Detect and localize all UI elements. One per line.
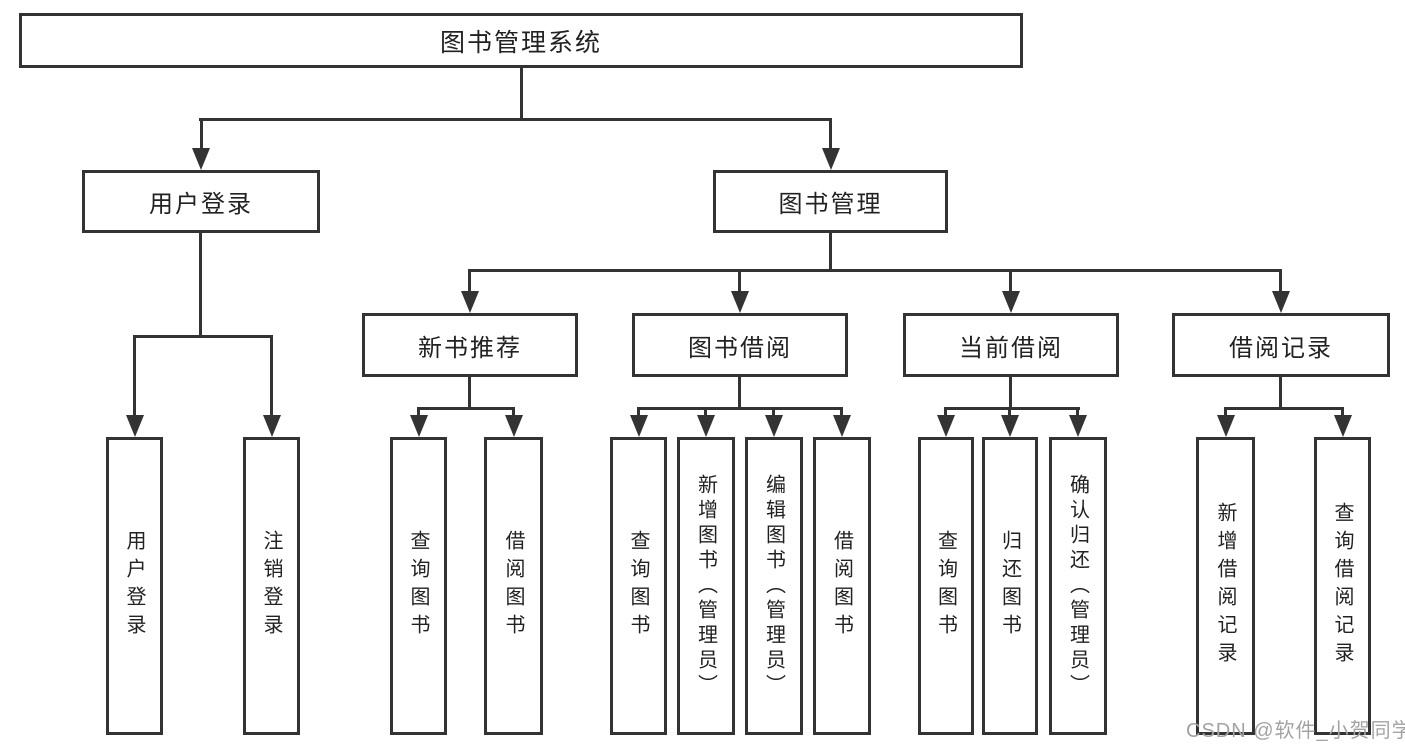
arrow-down-icon xyxy=(697,415,715,437)
arrow-down-icon xyxy=(410,415,428,437)
connector-line xyxy=(772,407,775,421)
node-library-management-system-label: 图书管理系统 xyxy=(439,28,602,57)
connector-line xyxy=(1009,377,1012,409)
leaf-add-books-admin-label: 新增图书（管理员） xyxy=(694,473,717,699)
connector-line xyxy=(738,269,741,295)
arrow-down-icon xyxy=(1002,291,1020,313)
leaf-add-borrow-record: 新增借阅记录 xyxy=(1196,437,1255,735)
leaf-query-borrow-record-label: 查询借阅记录 xyxy=(1331,502,1353,670)
leaf-borrow-books-1-label: 借阅图书 xyxy=(502,530,524,642)
leaf-borrow-books-2-label: 借阅图书 xyxy=(830,530,853,642)
arrow-down-icon xyxy=(1001,415,1019,437)
leaf-user-login: 用户登录 xyxy=(106,437,163,735)
node-book-borrowing-label: 图书借阅 xyxy=(688,334,792,362)
node-user-login: 用户登录 xyxy=(82,170,320,233)
connector-line xyxy=(468,269,1282,272)
node-new-book-recommend: 新书推荐 xyxy=(362,313,578,377)
connector-line xyxy=(1279,269,1282,295)
leaf-confirm-return-admin: 确认归还（管理员） xyxy=(1049,437,1107,735)
node-book-borrowing: 图书借阅 xyxy=(632,313,848,377)
connector-line xyxy=(944,407,1080,410)
leaf-return-books: 归还图书 xyxy=(982,437,1038,735)
connector-line xyxy=(133,335,136,421)
leaf-user-login-label: 用户登录 xyxy=(123,530,145,642)
leaf-edit-books-admin-label: 编辑图书（管理员） xyxy=(762,473,785,699)
connector-line xyxy=(829,233,832,271)
arrow-down-icon xyxy=(505,415,523,437)
connector-line xyxy=(704,407,707,421)
leaf-borrow-books-2: 借阅图书 xyxy=(813,437,871,735)
arrow-down-icon xyxy=(192,148,210,170)
connector-line xyxy=(468,377,471,409)
node-book-management: 图书管理 xyxy=(713,170,948,233)
connector-line xyxy=(200,118,203,152)
connector-line xyxy=(417,407,420,421)
connector-line xyxy=(840,407,843,421)
connector-line xyxy=(512,407,515,421)
arrow-down-icon xyxy=(822,148,840,170)
connector-line xyxy=(637,407,640,421)
leaf-confirm-return-admin-label: 确认归还（管理员） xyxy=(1066,473,1089,699)
leaf-query-books-3-label: 查询图书 xyxy=(934,530,957,642)
leaf-query-books-1: 查询图书 xyxy=(390,437,447,735)
arrow-down-icon xyxy=(833,415,851,437)
leaf-query-borrow-record: 查询借阅记录 xyxy=(1314,437,1371,735)
connector-line xyxy=(468,269,471,295)
arrow-down-icon xyxy=(1272,291,1290,313)
arrow-down-icon xyxy=(937,415,955,437)
connector-line xyxy=(199,118,832,121)
connector-line xyxy=(270,335,273,421)
connector-line xyxy=(637,407,843,410)
connector-line xyxy=(199,233,202,337)
connector-line xyxy=(133,335,273,338)
leaf-query-books-2-label: 查询图书 xyxy=(627,530,649,642)
connector-line xyxy=(1076,407,1079,421)
connector-line xyxy=(1279,377,1282,410)
arrow-down-icon xyxy=(126,415,144,437)
node-new-book-recommend-label: 新书推荐 xyxy=(418,334,522,362)
leaf-logout: 注销登录 xyxy=(243,437,300,735)
connector-line xyxy=(829,118,832,152)
arrow-down-icon xyxy=(461,291,479,313)
arrow-down-icon xyxy=(765,415,783,437)
arrow-down-icon xyxy=(1069,415,1087,437)
arrow-down-icon xyxy=(1334,415,1352,437)
leaf-return-books-label: 归还图书 xyxy=(998,530,1021,642)
node-borrowing-records-label: 借阅记录 xyxy=(1229,334,1333,362)
node-library-management-system: 图书管理系统 xyxy=(19,13,1023,68)
node-current-borrowing-label: 当前借阅 xyxy=(959,334,1063,362)
arrow-down-icon xyxy=(263,415,281,437)
leaf-add-books-admin: 新增图书（管理员） xyxy=(677,437,735,735)
connector-line xyxy=(738,377,741,409)
arrow-down-icon xyxy=(1217,415,1235,437)
connector-line xyxy=(1224,407,1227,421)
node-current-borrowing: 当前借阅 xyxy=(903,313,1119,377)
arrow-down-icon xyxy=(630,415,648,437)
connector-line xyxy=(1224,407,1344,410)
leaf-query-books-1-label: 查询图书 xyxy=(407,530,429,642)
arrow-down-icon xyxy=(731,291,749,313)
node-user-login-label: 用户登录 xyxy=(149,191,253,218)
connector-line xyxy=(1341,407,1344,421)
connector-line xyxy=(1009,269,1012,295)
leaf-query-books-3: 查询图书 xyxy=(918,437,974,735)
node-book-management-label: 图书管理 xyxy=(778,191,883,218)
watermark: CSDN @软件_小贺同学 xyxy=(1186,720,1405,742)
leaf-borrow-books-1: 借阅图书 xyxy=(484,437,543,735)
connector-line xyxy=(1008,407,1011,421)
connector-line xyxy=(417,407,515,410)
node-borrowing-records: 借阅记录 xyxy=(1172,313,1390,377)
connector-line xyxy=(520,68,523,120)
leaf-add-borrow-record-label: 新增借阅记录 xyxy=(1214,502,1236,670)
leaf-edit-books-admin: 编辑图书（管理员） xyxy=(745,437,803,735)
leaf-query-books-2: 查询图书 xyxy=(610,437,667,735)
leaf-logout-label: 注销登录 xyxy=(260,530,282,642)
connector-line xyxy=(944,407,947,421)
